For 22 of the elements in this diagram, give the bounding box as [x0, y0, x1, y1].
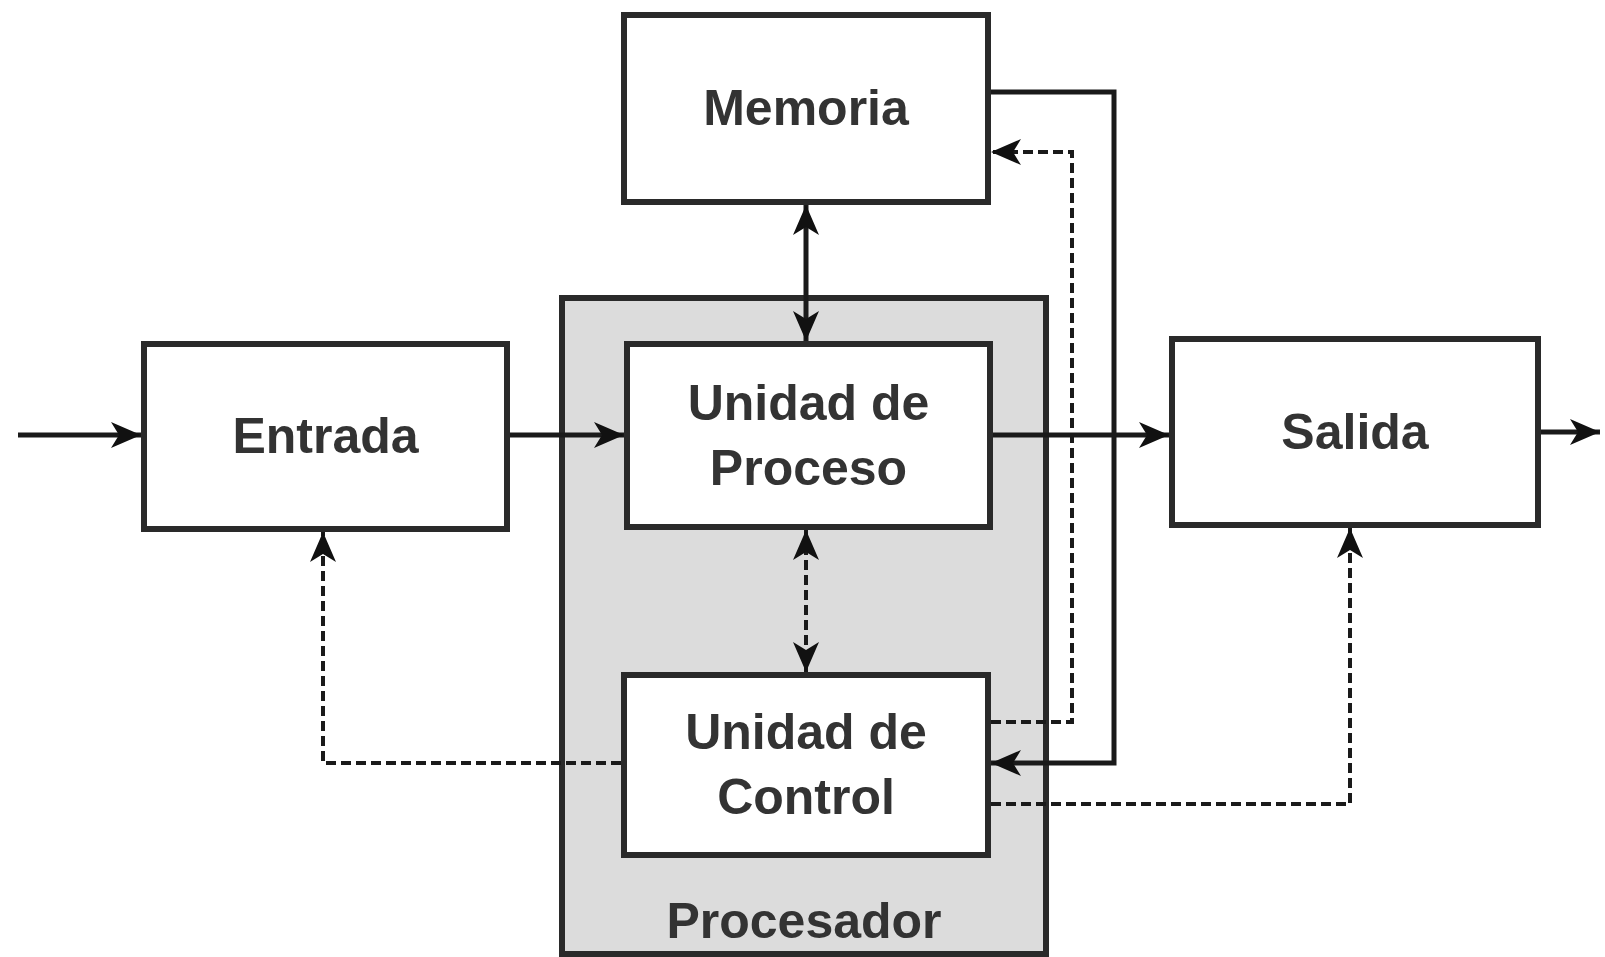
process-box: [624, 341, 993, 530]
box-label: Unidad de Proceso: [686, 373, 931, 498]
process-box: [621, 12, 991, 205]
arrow: [991, 139, 1074, 724]
process-box: [1169, 336, 1541, 528]
box-label: Memoria: [703, 79, 909, 138]
arrow: [1541, 419, 1600, 445]
box-label: Unidad de Control: [684, 703, 928, 827]
arrow: [510, 422, 624, 448]
arrow: [991, 89, 1117, 776]
process-box: [141, 341, 510, 532]
arrow: [793, 530, 819, 672]
arrow: [793, 205, 819, 341]
processor-panel: [559, 295, 1049, 957]
box-label: Salida: [1281, 402, 1429, 462]
box-label: Entrada: [232, 407, 419, 466]
arrow: [993, 422, 1169, 448]
panel-label: Procesador: [666, 894, 942, 949]
arrow: [18, 422, 141, 448]
arrow: [991, 528, 1363, 806]
process-box: [621, 672, 991, 858]
arrow: [310, 532, 621, 765]
